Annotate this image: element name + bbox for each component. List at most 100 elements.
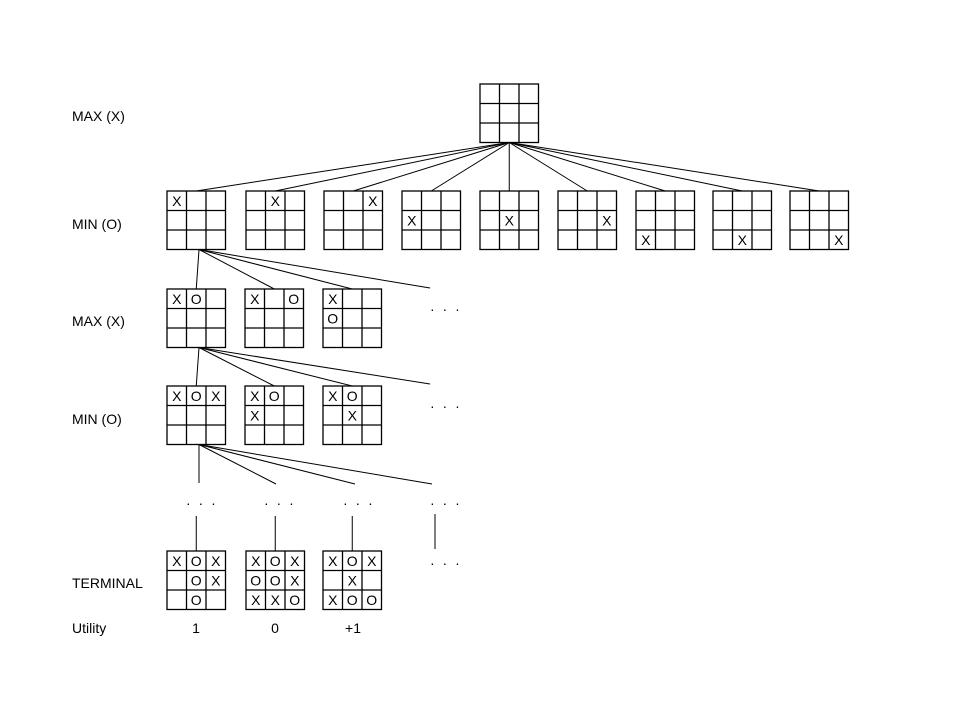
board-cell-o: O [327,310,338,326]
level-label-utility: Utility [72,620,106,636]
board-cell-x: X [172,193,182,209]
board-frame [166,288,227,349]
board-frame [322,385,383,446]
board-cell-x: X [328,388,338,404]
board-frame [401,190,462,251]
board-cell-x: X [211,572,221,588]
level-label-max-1: MAX (X) [72,108,125,124]
board-cell-o: O [366,592,377,608]
level-label-terminal: TERMINAL [72,575,143,591]
ellipsis-terminal-4: · · · [430,495,462,511]
board-cell-o: O [250,572,261,588]
board-cell-x: X [505,212,515,228]
level-label-max-2: MAX (X) [72,313,125,329]
board-cell-x: X [328,553,338,569]
board-min1-2: X [245,190,306,251]
board-frame [166,190,227,251]
board-cell-o: O [289,592,300,608]
edge-root-to-child-3 [353,142,510,192]
board-frame [635,190,696,251]
board-cell-x: X [172,553,182,569]
board-root [479,83,540,144]
board-min1-3: X [323,190,384,251]
board-cell-x: X [602,212,612,228]
board-frame [244,288,305,349]
edge-l1-to-l2-1 [195,249,200,290]
edge-l2-to-l3-3 [198,347,353,387]
board-cell-o: O [347,592,358,608]
tree-edges [195,142,820,551]
board-cell-x: X [172,388,182,404]
board-cell-o: O [191,291,202,307]
edge-root-to-child-4 [430,142,510,192]
board-cell-x: X [348,407,358,423]
board-cell-x: X [250,407,260,423]
level-label-min-2: MIN (O) [72,411,122,427]
board-frame [557,190,618,251]
board-cell-x: X [738,232,748,248]
board-cell-o: O [270,553,281,569]
board-cell-x: X [251,592,261,608]
board-cell-o: O [347,388,358,404]
edge-l2-to-l3-2 [198,347,275,387]
board-min1-1: X [166,190,227,251]
board-cell-x: X [367,553,377,569]
utility-value-1: 1 [192,620,200,636]
board-cell-x: X [290,572,300,588]
ellipsis-level3: · · · [430,398,462,414]
board-frame [166,550,227,611]
utility-value-2: 0 [271,620,279,636]
board-frame [244,385,305,446]
board-min1-9: X [789,190,850,251]
board-cell-o: O [269,388,280,404]
board-frame [479,83,540,144]
board-min1-5: X [479,190,540,251]
board-frame [323,190,384,251]
board-cell-o: O [288,291,299,307]
board-min1-8: X [712,190,773,251]
board-min1-6: X [557,190,618,251]
edge-l3-to-dots-2 [198,444,277,485]
board-frame [479,190,540,251]
utility-value-3: +1 [345,620,361,636]
edge-l1-to-l2-3 [198,249,353,290]
ellipsis-terminal-5: · · · [430,555,462,571]
board-cell-x: X [271,592,281,608]
board-frame [322,288,383,349]
edge-l1-to-more [198,249,431,289]
board-frame [322,550,383,611]
board-cell-x: X [211,388,221,404]
board-cell-o: O [191,592,202,608]
board-cell-o: O [270,572,281,588]
edge-root-to-child-9 [509,142,820,192]
board-cell-x: X [251,553,261,569]
ellipsis-terminal-2: · · · [264,495,296,511]
board-cell-x: X [172,291,182,307]
board-cell-o: O [191,553,202,569]
board-min1-4: X [401,190,462,251]
board-cell-x: X [328,592,338,608]
board-cell-x: X [328,291,338,307]
board-cell-o: O [191,388,202,404]
board-frame [712,190,773,251]
board-cell-x: X [407,212,417,228]
board-cell-x: X [641,232,651,248]
edge-root-to-child-1 [196,142,510,192]
board-cell-o: O [347,553,358,569]
edge-l3-to-dots-3 [198,444,356,485]
edge-l2-to-l3-1 [195,347,200,387]
ellipsis-terminal-1: · · · [186,495,218,511]
board-cell-x: X [290,553,300,569]
board-cell-x: X [368,193,378,209]
edge-root-to-child-6 [508,142,588,192]
board-cell-x: X [271,193,281,209]
board-frame [166,385,227,446]
board-cell-x: X [834,232,844,248]
edge-root-to-child-8 [509,142,743,192]
board-cell-x: X [348,572,358,588]
edge-root-to-child-7 [509,142,666,192]
